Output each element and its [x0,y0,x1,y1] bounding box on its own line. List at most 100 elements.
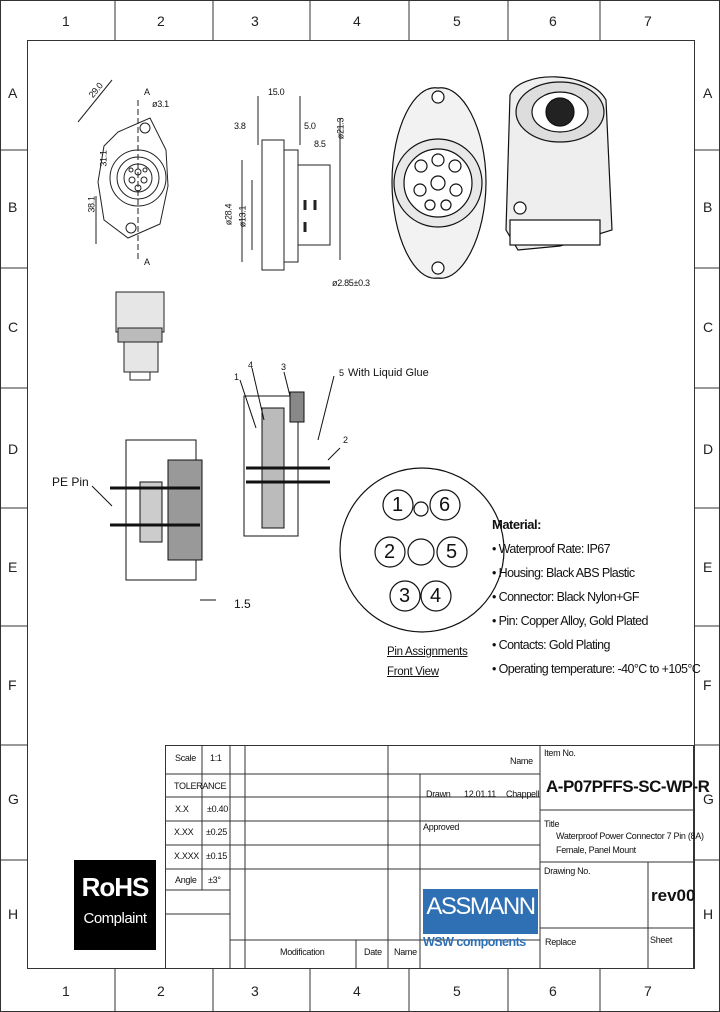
dim-3-8: 3.8 [234,121,246,131]
material-item: • Waterproof Rate: IP67 [492,542,611,556]
material-item: • Connector: Black Nylon+GF [492,590,640,604]
item-number: A-P07PFFS-SC-WP-R [546,777,710,796]
replace-label: Replace [545,937,576,947]
tolerance-label: TOLERANCE [174,781,227,791]
tol-key: Angle [175,875,197,885]
row-label-h-right: H [703,906,714,922]
col-label-2-bottom: 2 [157,983,165,999]
drawn-label: Drawn [426,789,451,799]
col-label-4: 4 [353,13,361,29]
row-label-b-right: B [703,199,713,215]
modification-label: Modification [280,947,325,957]
title-label: Title [544,819,560,829]
tol-key: X.X [175,804,189,814]
row-label-e: E [8,559,18,575]
date-label: Date [364,947,382,957]
row-label-b: B [8,199,18,215]
row-label-g-right: G [703,791,714,807]
col-label-7: 7 [644,13,652,29]
tol-value: ±0.15 [206,851,227,861]
pin-assignments-label: Pin Assignments [387,646,468,658]
callout-5: 5 [339,368,344,378]
drawing-no-label: Drawing No. [544,866,591,876]
row-label-d-right: D [703,441,714,457]
drawn-name: Chappell [506,789,540,799]
tol-value: ±0.25 [206,827,227,837]
liquid-glue-label: With Liquid Glue [348,367,429,379]
side-view [241,96,341,271]
pin-number-2: 2 [384,541,396,563]
col-label-3: 3 [251,13,259,29]
pin-number-4: 4 [430,585,442,607]
approved-label: Approved [423,822,460,832]
pin-number-1: 1 [392,494,404,516]
material-item: • Housing: Black ABS Plastic [492,566,635,580]
dim-2-85: ø2.85±0.3 [332,278,370,288]
col-label-2: 2 [157,13,165,29]
section-a-top: A [144,87,150,97]
scale-label: Scale [175,753,197,763]
cross-section-left [91,439,216,601]
wsw-components-text: WSW components [423,935,526,949]
col-label-5: 5 [453,13,461,29]
pin-number-6: 6 [439,494,451,516]
dim-phi3-1: ø3.1 [152,99,169,109]
col-label-3-bottom: 3 [251,983,259,999]
row-label-f: F [8,677,17,693]
dim-31-1: 31.1 [98,150,109,167]
row-label-d: D [8,441,19,457]
col-label-6-bottom: 6 [549,983,557,999]
name-label: Name [510,756,533,766]
pin-assignment-diagram [339,467,505,633]
title-block-grid [165,745,694,969]
rohs-logo: RoHS Complaint [74,860,156,950]
drawn-date: 12.01.11 [464,789,496,799]
dim-38-1: 38.1 [86,196,97,213]
name-label-mod: Name [394,947,417,957]
tol-value: ±3° [208,875,221,885]
material-item: • Contacts: Gold Plating [492,638,610,652]
callout-4: 4 [248,360,253,370]
col-label-1: 1 [62,13,70,29]
dim-phi13-1: ø13.1 [237,205,248,228]
item-no-label: Item No. [544,748,576,758]
col-label-4-bottom: 4 [353,983,361,999]
callout-1: 1 [234,372,239,382]
assmann-text: ASSMANN [426,893,536,920]
row-label-a: A [8,85,18,101]
pe-pin-label: PE Pin [52,475,89,489]
revision: rev00 [651,886,696,905]
rohs-subtext: Complaint [83,910,147,927]
dim-phi28-4: ø28.4 [223,203,234,226]
small-side-photo [115,291,165,381]
row-label-a-right: A [703,85,713,101]
row-label-c: C [8,319,19,335]
pin-number-3: 3 [399,585,411,607]
title-line-2: Female, Panel Mount [556,845,636,855]
tol-key: X.XX [174,827,194,837]
col-label-7-bottom: 7 [644,983,652,999]
dim-5: 5.0 [304,121,316,131]
material-item: • Pin: Copper Alloy, Gold Plated [492,614,648,628]
section-a-bottom: A [144,257,150,267]
exploded-section [239,367,341,537]
title-line-1: Waterproof Power Connector 7 Pin (8A) [556,831,704,841]
callout-2: 2 [343,435,348,445]
front-view-connector [391,87,487,279]
sheet-label: Sheet [650,935,673,945]
dim-phi21-3: ø21.3 [335,117,346,140]
row-label-h: H [8,906,19,922]
col-label-6: 6 [549,13,557,29]
dim-15: 15.0 [268,87,285,97]
front-view-label: Front View [387,666,439,678]
col-label-1-bottom: 1 [62,983,70,999]
tol-value: ±0.40 [207,804,228,814]
rohs-text: RoHS [81,872,150,902]
top-view-flange [77,79,169,262]
assmann-logo: ASSMANN [423,889,538,934]
tol-key: X.XXX [174,851,200,861]
iso-view-connector [505,76,613,251]
row-label-g: G [8,791,19,807]
scale-value: 1:1 [210,753,222,763]
